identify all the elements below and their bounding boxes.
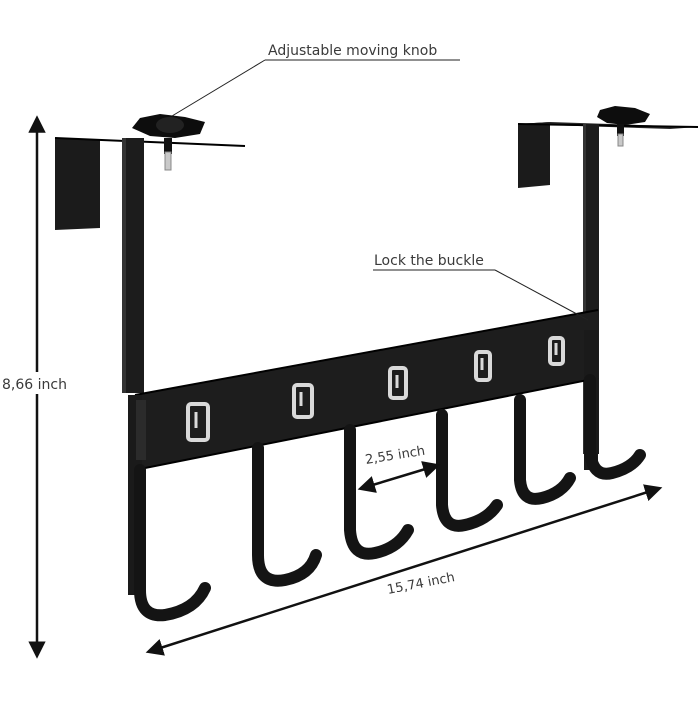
right-door-bracket xyxy=(517,122,699,454)
clip xyxy=(388,366,408,400)
left-door-bracket xyxy=(54,137,246,393)
width-dimension: 15,74 inch xyxy=(145,484,663,656)
knob-label: Adjustable moving knob xyxy=(268,43,437,59)
buckle-label: Lock the buckle xyxy=(374,253,484,269)
height-label: 8,66 inch xyxy=(2,377,67,393)
hook-4 xyxy=(436,409,503,532)
height-dimension: 8,66 inch xyxy=(0,115,74,659)
hook-2 xyxy=(252,442,322,587)
adjustable-knob-left xyxy=(132,114,205,171)
hook-1 xyxy=(134,464,211,622)
mounting-clips xyxy=(186,336,565,442)
buckle-annotation: Lock the buckle xyxy=(373,253,589,321)
clip xyxy=(548,336,565,366)
clip xyxy=(292,383,314,419)
width-label: 15,74 inch xyxy=(386,570,456,598)
hook-6 xyxy=(584,374,646,480)
knob-annotation: Adjustable moving knob xyxy=(171,43,460,117)
clip xyxy=(474,350,492,382)
adjustable-knob-right xyxy=(597,106,650,147)
spacing-dimension: 2,55 inch xyxy=(357,444,441,493)
clip xyxy=(186,402,210,442)
hook-5 xyxy=(514,394,576,505)
spacing-label: 2,55 inch xyxy=(364,444,426,468)
